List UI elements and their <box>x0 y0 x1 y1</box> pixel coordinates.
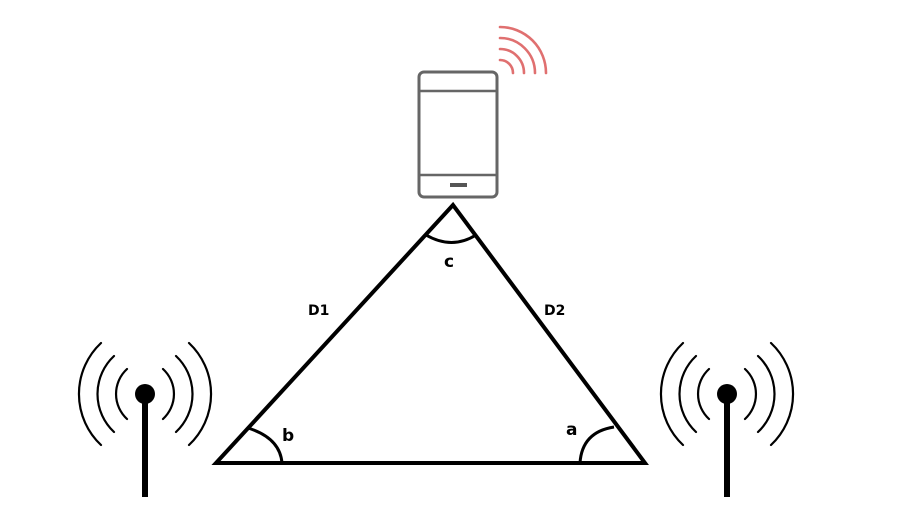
angle-arc-c <box>425 233 477 244</box>
wifi-signal-icon <box>498 25 548 75</box>
angle-arc-a <box>578 425 615 464</box>
antenna-tower-icon <box>659 341 795 497</box>
angle-label-a: a <box>566 420 577 440</box>
triangle <box>211 201 649 465</box>
angle-arc-b <box>247 426 284 464</box>
side-label-d1: D1 <box>308 303 329 319</box>
antenna-tower-icon <box>77 341 213 497</box>
side-label-d2: D2 <box>544 303 565 319</box>
smartphone-icon <box>417 70 499 199</box>
angle-label-b: b <box>282 426 294 446</box>
angle-label-c: c <box>444 252 454 272</box>
